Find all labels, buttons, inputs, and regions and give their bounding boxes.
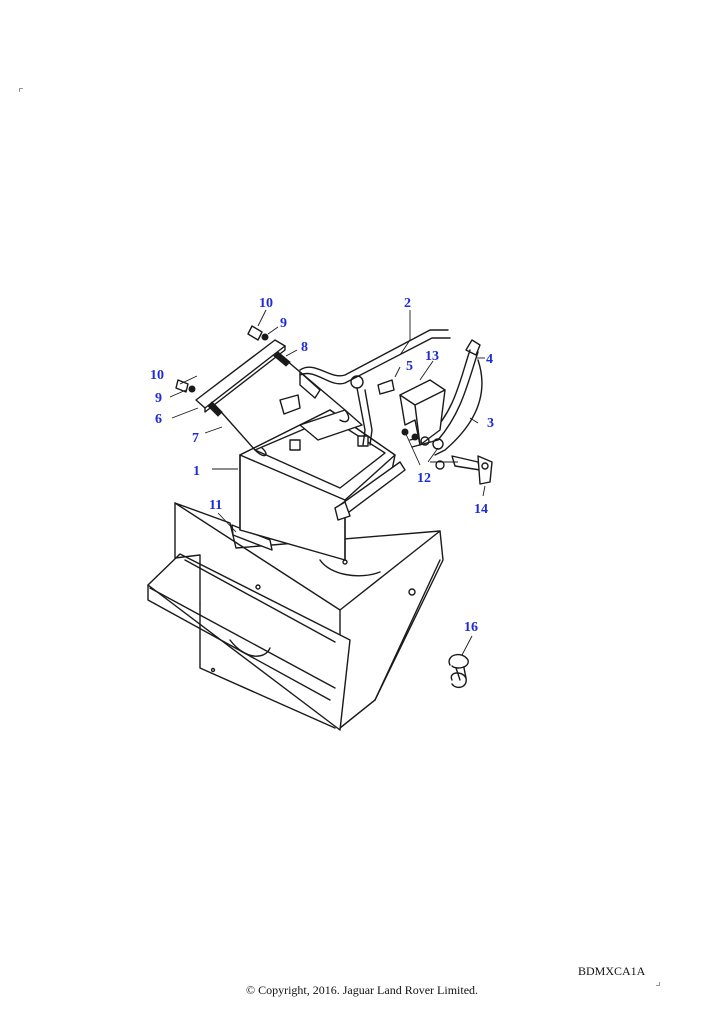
callout-7: 7 [192, 431, 199, 446]
callout-12: 12 [417, 471, 431, 486]
screw [377, 379, 395, 395]
callout-6: 6 [155, 412, 162, 427]
terminal-cover [399, 379, 446, 446]
callout-9-top: 9 [280, 316, 287, 331]
callout-4: 4 [486, 352, 493, 367]
j-bolts [207, 351, 350, 457]
callout-9-left: 9 [155, 391, 162, 406]
callout-5: 5 [406, 359, 413, 374]
callout-3: 3 [487, 416, 494, 431]
callout-8: 8 [301, 340, 308, 355]
callout-16: 16 [464, 620, 478, 635]
leader-lines [169, 309, 486, 656]
wing-nuts [175, 325, 269, 393]
callout-2: 2 [404, 296, 411, 311]
callout-1: 1 [193, 464, 200, 479]
terminal-nuts [401, 428, 430, 446]
terminal-connector [451, 455, 493, 485]
illustration-reference-code: BDMXCA1A [578, 964, 646, 978]
callout-11: 11 [209, 498, 222, 513]
battery [239, 409, 406, 561]
callout-13: 13 [425, 349, 439, 364]
callout-14: 14 [474, 502, 488, 517]
corner-mark-top-left [19, 88, 23, 92]
battery-cable-positive [279, 329, 451, 446]
cable-clip [448, 653, 469, 689]
callout-10-left: 10 [150, 368, 164, 383]
callout-10-top: 10 [259, 296, 273, 311]
clamp-bar [195, 339, 286, 413]
copyright-notice: © Copyright, 2016. Jaguar Land Rover Lim… [245, 983, 479, 997]
battery-tray [147, 502, 444, 731]
callout-labels: 1 2 3 4 5 6 7 8 9 9 10 10 11 12 13 14 16 [150, 296, 494, 635]
